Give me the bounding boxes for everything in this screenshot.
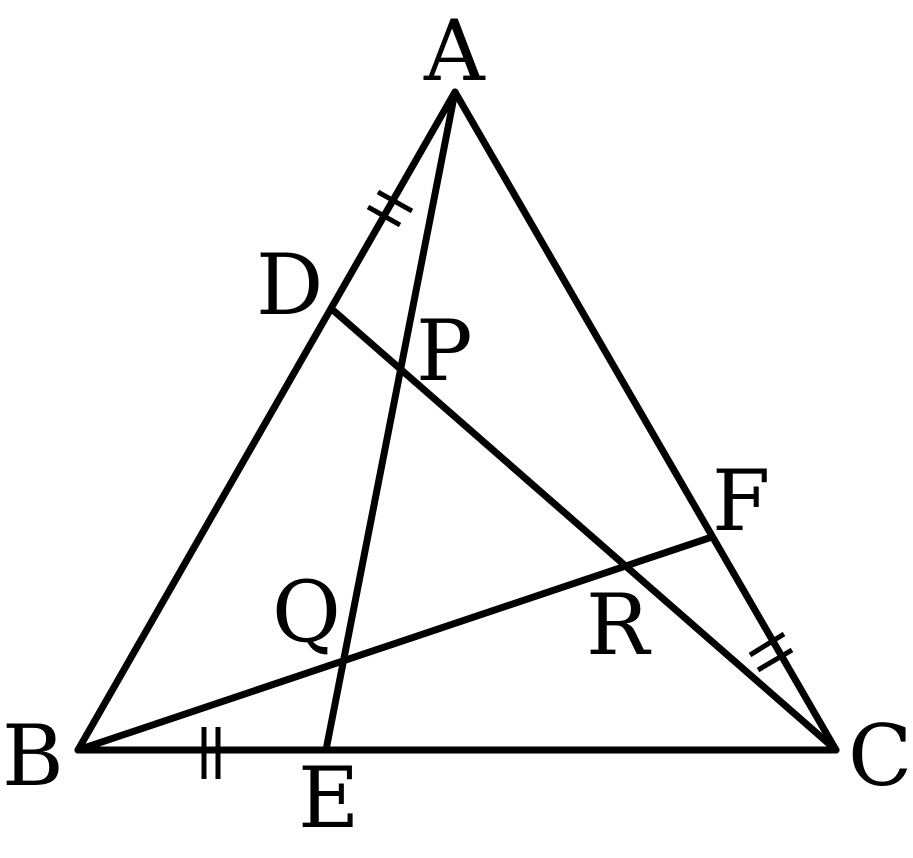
label-r: R — [586, 576, 652, 674]
label-a: A — [423, 2, 486, 100]
label-b: B — [2, 707, 64, 805]
label-q: Q — [272, 563, 341, 661]
label-d: D — [256, 236, 323, 334]
label-e: E — [298, 749, 359, 847]
tick-mark-ad — [366, 189, 414, 228]
label-c: C — [848, 707, 912, 805]
cevian-cd — [330, 307, 840, 754]
label-f: F — [712, 452, 770, 550]
tick-mark-be — [201, 727, 221, 779]
side-ab — [74, 88, 459, 754]
cevian-bf — [74, 533, 716, 754]
cevian-ae — [322, 88, 459, 754]
tick-mark-cf — [748, 631, 794, 673]
label-p: P — [416, 302, 473, 400]
